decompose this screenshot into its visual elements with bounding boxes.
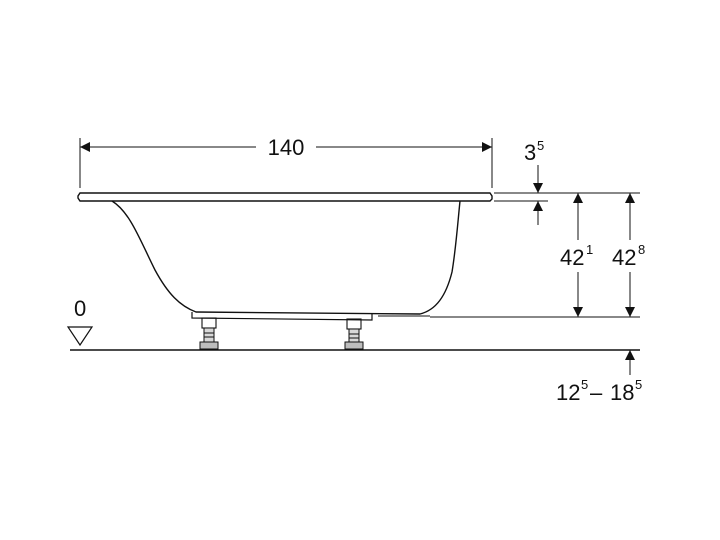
- bathtub-outline: [77, 192, 493, 321]
- rim-thickness-label: 3: [524, 140, 536, 165]
- feet-range-from-sup: 5: [581, 377, 588, 392]
- length-dimension: 140: [79, 135, 493, 188]
- feet-range-to: 18: [610, 380, 634, 405]
- length-label: 140: [268, 135, 305, 160]
- bathtub-foot-right: [344, 318, 364, 350]
- bathtub-rim: [77, 192, 493, 202]
- height-outer-label: 42: [612, 245, 636, 270]
- height-outer-dimension: 42 8: [612, 193, 645, 317]
- height-inner-dimension: 42 1: [560, 193, 593, 317]
- rim-thickness-sup: 5: [537, 138, 544, 153]
- height-inner-sup: 1: [586, 242, 593, 257]
- floor-level-label: 0: [74, 296, 86, 321]
- bathtub-shell: [111, 200, 461, 315]
- bathtub-support-plate: [191, 312, 373, 321]
- height-inner-label: 42: [560, 245, 584, 270]
- feet-range-to-sup: 5: [635, 377, 642, 392]
- rim-thickness-dimension: 3 5: [524, 138, 544, 225]
- feet-range-dimension: 12 5 – 18 5: [556, 350, 642, 405]
- height-outer-sup: 8: [638, 242, 645, 257]
- feet-range-from: 12: [556, 380, 580, 405]
- floor-level-marker: 0: [66, 296, 94, 347]
- feet-range-dash: –: [590, 380, 603, 405]
- bathtub-foot-left: [199, 317, 219, 350]
